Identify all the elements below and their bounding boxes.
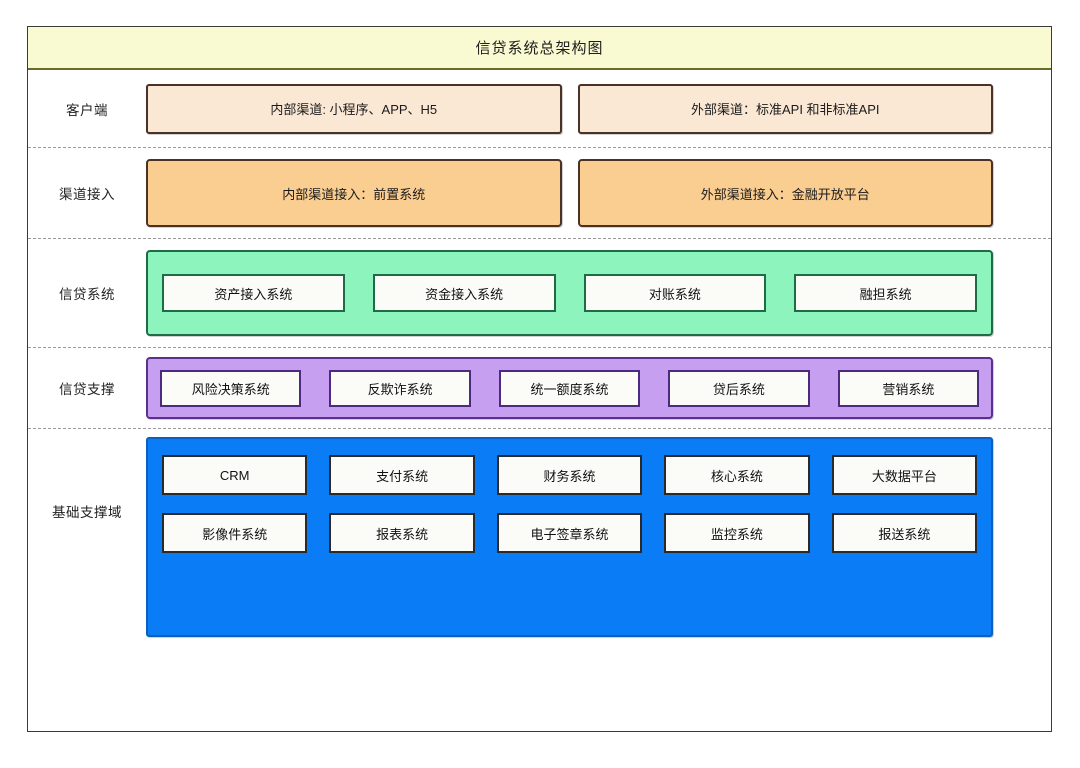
layer-row-foundation: 基础支撑域 CRM 支付系统 财务系统 核心系统 大数据平台 影像件系统 报表系… bbox=[28, 429, 1051, 727]
node-internal-channel-access[interactable]: 内部渠道接入：前置系统 bbox=[146, 159, 562, 227]
layer-body-foundation: CRM 支付系统 财务系统 核心系统 大数据平台 影像件系统 报表系统 电子签章… bbox=[146, 429, 1051, 637]
node-asset-access-system[interactable]: 资产接入系统 bbox=[162, 274, 345, 312]
node-core-system[interactable]: 核心系统 bbox=[664, 455, 810, 495]
node-post-loan-system[interactable]: 贷后系统 bbox=[668, 369, 810, 407]
node-unified-credit-limit-system[interactable]: 统一额度系统 bbox=[498, 369, 641, 407]
architecture-diagram-frame: 信贷系统总架构图 客户端 内部渠道: 小程序、APP、H5 外部渠道：标准API… bbox=[27, 26, 1052, 732]
diagram-title-band: 信贷系统总架构图 bbox=[28, 27, 1051, 70]
credit-support-band: 风险决策系统 反欺诈系统 统一额度系统 贷后系统 营销系统 bbox=[146, 357, 993, 419]
node-internal-channel[interactable]: 内部渠道: 小程序、APP、H5 bbox=[146, 83, 562, 134]
node-reporting-submission-system[interactable]: 报送系统 bbox=[831, 513, 978, 553]
layer-label-client: 客户端 bbox=[66, 102, 108, 118]
layer-body-credit-support: 风险决策系统 反欺诈系统 统一额度系统 贷后系统 营销系统 bbox=[146, 357, 1051, 419]
node-e-signature-system[interactable]: 电子签章系统 bbox=[496, 513, 643, 553]
layer-label-credit-system: 信贷系统 bbox=[59, 287, 115, 302]
node-big-data-platform[interactable]: 大数据平台 bbox=[831, 455, 978, 495]
node-external-channel[interactable]: 外部渠道：标准API 和非标准API bbox=[577, 83, 993, 134]
node-crm[interactable]: CRM bbox=[162, 455, 308, 495]
node-monitoring-system[interactable]: 监控系统 bbox=[664, 513, 810, 553]
layer-label-foundation: 基础支撑域 bbox=[52, 505, 122, 520]
node-marketing-system[interactable]: 营销系统 bbox=[837, 369, 980, 407]
layer-row-channel-access: 渠道接入 内部渠道接入：前置系统 外部渠道接入：金融开放平台 bbox=[28, 148, 1051, 239]
foundation-grid-row-2: 影像件系统 报表系统 电子签章系统 监控系统 报送系统 bbox=[162, 513, 978, 553]
node-risk-decision-system[interactable]: 风险决策系统 bbox=[160, 369, 302, 407]
credit-system-band: 资产接入系统 资金接入系统 对账系统 融担系统 bbox=[146, 250, 993, 336]
layer-row-credit-support: 信贷支撑 风险决策系统 反欺诈系统 统一额度系统 贷后系统 营销系统 bbox=[28, 348, 1051, 429]
layer-label-channel-access: 渠道接入 bbox=[59, 187, 115, 202]
layer-body-channel-access: 内部渠道接入：前置系统 外部渠道接入：金融开放平台 bbox=[146, 159, 1051, 227]
foundation-support-band: CRM 支付系统 财务系统 核心系统 大数据平台 影像件系统 报表系统 电子签章… bbox=[146, 437, 993, 637]
node-report-system[interactable]: 报表系统 bbox=[329, 513, 475, 553]
node-reconciliation-system[interactable]: 对账系统 bbox=[583, 274, 767, 312]
foundation-grid-row-1: CRM 支付系统 财务系统 核心系统 大数据平台 bbox=[162, 455, 978, 495]
page-title: 信贷系统总架构图 bbox=[475, 40, 604, 57]
node-payment-system[interactable]: 支付系统 bbox=[329, 455, 475, 495]
layer-row-client: 客户端 内部渠道: 小程序、APP、H5 外部渠道：标准API 和非标准API bbox=[28, 70, 1051, 148]
layer-label-credit-support: 信贷支撑 bbox=[59, 382, 115, 397]
node-guarantee-system[interactable]: 融担系统 bbox=[794, 274, 977, 312]
node-finance-system[interactable]: 财务系统 bbox=[496, 455, 643, 495]
node-external-channel-access[interactable]: 外部渠道接入：金融开放平台 bbox=[577, 159, 993, 227]
layer-body-credit-system: 资产接入系统 资金接入系统 对账系统 融担系统 bbox=[146, 250, 1051, 336]
node-anti-fraud-system[interactable]: 反欺诈系统 bbox=[329, 369, 471, 407]
node-image-document-system[interactable]: 影像件系统 bbox=[162, 513, 308, 553]
node-fund-access-system[interactable]: 资金接入系统 bbox=[372, 274, 556, 312]
layer-body-client: 内部渠道: 小程序、APP、H5 外部渠道：标准API 和非标准API bbox=[146, 83, 1051, 134]
layer-row-credit-system: 信贷系统 资产接入系统 资金接入系统 对账系统 融担系统 bbox=[28, 239, 1051, 348]
